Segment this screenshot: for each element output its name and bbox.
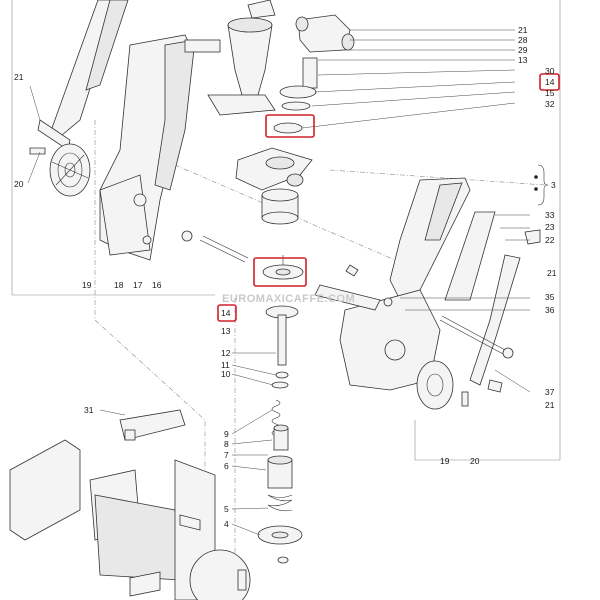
label-37: 37 [545, 387, 555, 397]
label-14-center: 14 [221, 308, 231, 318]
construction-lines [94, 120, 546, 600]
label-21-right: 21 [547, 268, 557, 278]
label-9: 9 [224, 429, 229, 439]
label-16: 16 [152, 280, 162, 290]
label-13-center: 13 [221, 326, 231, 336]
funnel-assembly [207, 0, 276, 116]
label-12: 12 [221, 348, 231, 358]
label-10: 10 [221, 369, 231, 379]
label-21-top: 21 [518, 25, 528, 35]
valve-assembly [273, 14, 355, 134]
label-20-right: 20 [470, 456, 480, 466]
label-7: 7 [224, 450, 229, 460]
label-14-top: 14 [545, 77, 555, 87]
label-35: 35 [545, 292, 555, 302]
bracket-dot-top [534, 175, 538, 179]
upper-frame [11, 0, 561, 461]
label-30: 30 [545, 66, 555, 76]
label-22: 22 [545, 235, 555, 245]
label-19-left: 19 [82, 280, 92, 290]
label-33: 33 [545, 210, 555, 220]
bracket-dot-bottom [534, 187, 538, 191]
highlight-box-top-washer [265, 114, 315, 138]
watermark: EUROMAXICAFFE.COM [222, 293, 355, 305]
label-31: 31 [84, 405, 94, 415]
label-36: 36 [545, 305, 555, 315]
label-5: 5 [224, 504, 229, 514]
label-6: 6 [224, 461, 229, 471]
label-17: 17 [133, 280, 143, 290]
label-15: 15 [545, 88, 555, 98]
label-19-right: 19 [440, 456, 450, 466]
label-8: 8 [224, 439, 229, 449]
label-3: 3 [551, 180, 556, 190]
label-20-left: 20 [14, 179, 24, 189]
highlight-box-label-14-top [539, 73, 560, 91]
highlight-box-center-disc [253, 257, 307, 287]
label-32: 32 [545, 99, 555, 109]
left-lever-assembly [29, 0, 249, 263]
highlight-boxes [217, 73, 560, 322]
bracket-3 [537, 164, 549, 206]
label-21-bottom-right: 21 [545, 400, 555, 410]
label-29: 29 [518, 45, 528, 55]
center-column-parts [257, 255, 304, 564]
right-gear-wheel [416, 360, 503, 410]
right-lever-assembly [314, 177, 541, 391]
label-28: 28 [518, 35, 528, 45]
leader-lines [27, 29, 531, 536]
brew-chamber [235, 147, 313, 225]
motor-assembly [9, 409, 251, 600]
left-gear-wheel [49, 143, 91, 197]
label-21-left: 21 [14, 72, 24, 82]
part-labels: 21 28 29 13 30 14 15 32 21 20 19 18 17 1… [14, 25, 557, 529]
highlight-box-label-14-center [217, 304, 237, 322]
label-4: 4 [224, 519, 229, 529]
label-11: 11 [221, 360, 230, 370]
label-23: 23 [545, 222, 555, 232]
label-18: 18 [114, 280, 124, 290]
label-13-top: 13 [518, 55, 528, 65]
